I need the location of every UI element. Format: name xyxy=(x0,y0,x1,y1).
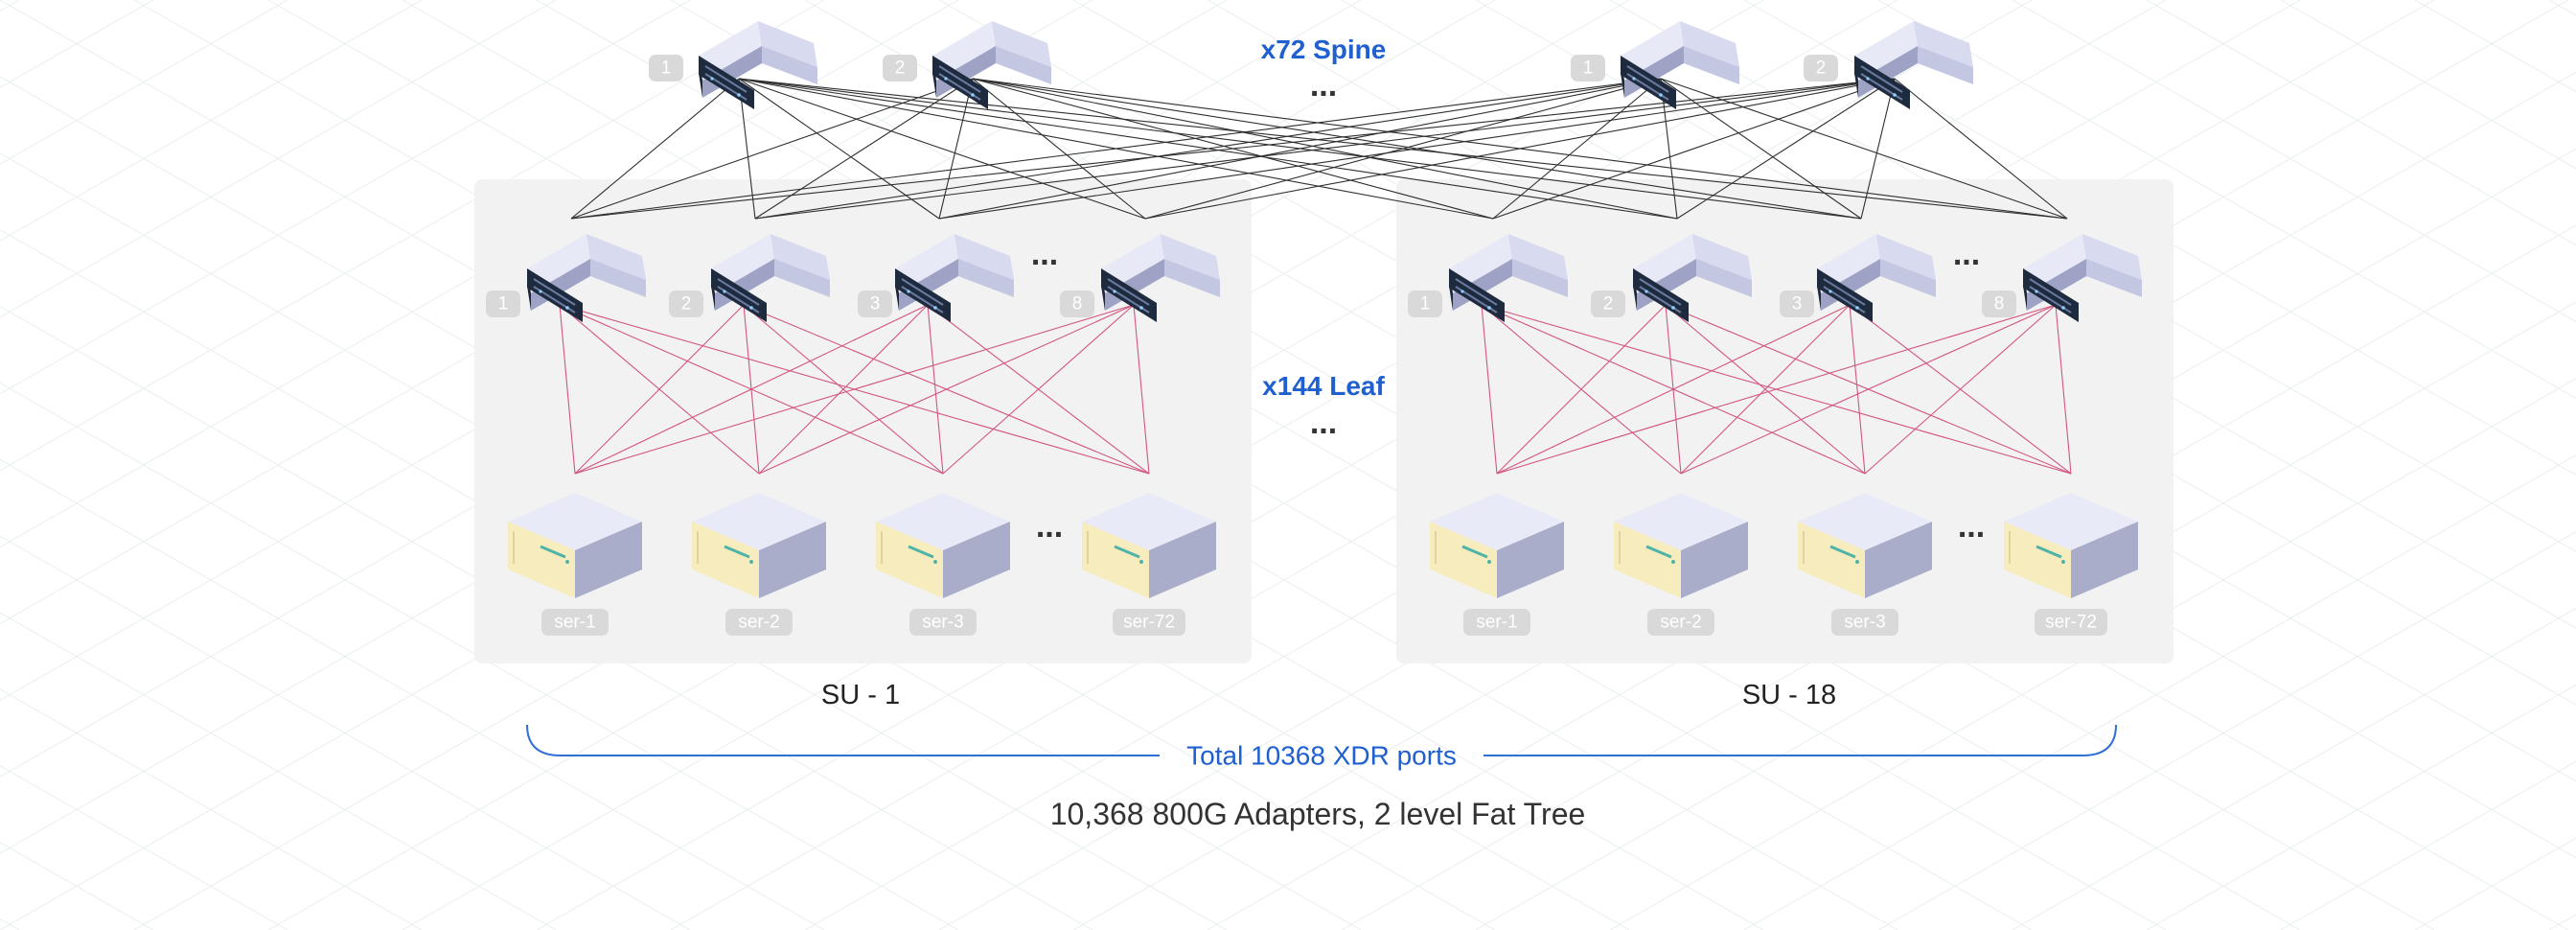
spine-badge: 1 xyxy=(1571,55,1605,81)
network-switch-icon xyxy=(1620,21,1739,110)
svg-text:ser-1: ser-1 xyxy=(1476,613,1517,633)
svg-text:ser-2: ser-2 xyxy=(1660,613,1701,633)
svg-text:ser-2: ser-2 xyxy=(738,613,779,633)
network-switch-icon xyxy=(1853,21,1973,110)
su-1-server-ellipsis: ... xyxy=(1036,508,1063,545)
svg-text:1: 1 xyxy=(1583,58,1594,79)
svg-text:ser-1: ser-1 xyxy=(554,613,595,633)
leaf-badge: 1 xyxy=(1408,291,1442,317)
svg-text:1: 1 xyxy=(661,58,672,79)
network-switch-icon xyxy=(698,21,817,110)
su-1-leaf-ellipsis: ... xyxy=(1031,236,1058,272)
su-18-leaf-ellipsis: ... xyxy=(1953,236,1980,272)
leaf-tier-label: x144 Leaf xyxy=(1262,371,1385,401)
diagram-caption: 10,368 800G Adapters, 2 level Fat Tree xyxy=(1050,797,1586,831)
server-badge: ser-2 xyxy=(725,609,793,636)
servers xyxy=(506,491,2140,600)
spine-tier-label: x72 Spine xyxy=(1261,35,1387,64)
svg-text:ser-3: ser-3 xyxy=(1844,613,1885,633)
spine-badge: 2 xyxy=(1804,55,1838,81)
server-badge: ser-72 xyxy=(1113,609,1185,636)
svg-text:1: 1 xyxy=(498,294,509,314)
spine-badge: 2 xyxy=(883,55,917,81)
leaf-badge: 3 xyxy=(1780,291,1814,317)
svg-text:8: 8 xyxy=(1072,294,1083,314)
network-switch-icon xyxy=(932,21,1051,110)
svg-text:1: 1 xyxy=(1420,294,1431,314)
server-badge: ser-3 xyxy=(909,609,977,636)
svg-text:ser-72: ser-72 xyxy=(1123,613,1175,633)
leaf-ellipsis: ... xyxy=(1310,405,1337,441)
server-badge: ser-1 xyxy=(541,609,609,636)
su-1-container xyxy=(474,179,1252,663)
node-badges: 1 2 1 2 1 2 3 8 ser-1 ser-2 ser-3 ser-72 1 2 3 8 ser-1 se… xyxy=(486,55,2107,636)
su-18-container xyxy=(1396,179,2174,663)
spine-ellipsis: ... xyxy=(1310,67,1337,104)
svg-text:8: 8 xyxy=(1994,294,2005,314)
spine-badge: 1 xyxy=(649,55,683,81)
svg-text:2: 2 xyxy=(1816,58,1827,79)
server-badge: ser-1 xyxy=(1463,609,1530,636)
svg-text:2: 2 xyxy=(895,58,906,79)
leaf-badge: 2 xyxy=(1591,291,1625,317)
svg-text:2: 2 xyxy=(681,294,692,314)
leaf-server-links xyxy=(559,304,2072,475)
leaf-badge: 2 xyxy=(669,291,703,317)
ports-bracket-right xyxy=(1484,724,2117,756)
leaf-badge: 8 xyxy=(1982,291,2016,317)
svg-text:ser-72: ser-72 xyxy=(2045,613,2097,633)
su-18-label: SU - 18 xyxy=(1742,680,1836,710)
leaf-badge: 8 xyxy=(1060,291,1094,317)
su-18-server-ellipsis: ... xyxy=(1958,508,1985,545)
ports-bracket-left xyxy=(526,724,1160,756)
server-badge: ser-3 xyxy=(1831,609,1898,636)
su-1-label: SU - 1 xyxy=(821,680,900,710)
total-ports-label: Total 10368 XDR ports xyxy=(1186,741,1457,771)
server-badge: ser-72 xyxy=(2035,609,2107,636)
svg-text:3: 3 xyxy=(870,294,881,314)
svg-text:3: 3 xyxy=(1792,294,1803,314)
server-badge: ser-2 xyxy=(1647,609,1714,636)
leaf-badge: 3 xyxy=(858,291,892,317)
svg-text:2: 2 xyxy=(1603,294,1614,314)
leaf-badge: 1 xyxy=(486,291,520,317)
svg-text:ser-3: ser-3 xyxy=(922,613,963,633)
spine-leaf-links xyxy=(570,78,2068,220)
